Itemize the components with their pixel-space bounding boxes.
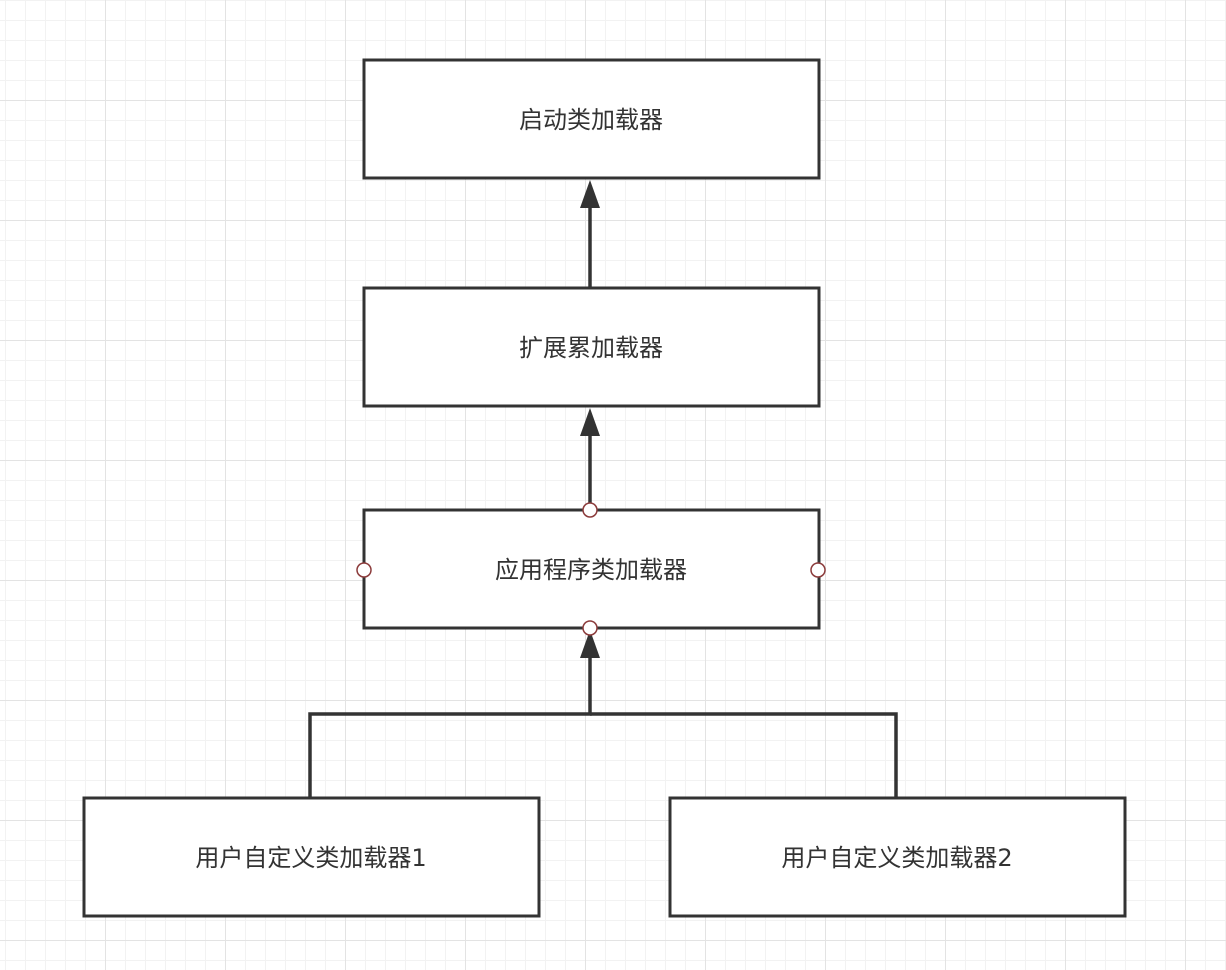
edge-custom1-to-application <box>308 656 592 798</box>
connection-points <box>356 502 826 636</box>
edge-custom2-to-application <box>590 712 898 798</box>
node-custom-loader-1[interactable]: 用户自定义类加载器1 <box>82 796 541 918</box>
node-bootstrap-label: 启动类加载器 <box>519 106 663 134</box>
node-extension-box <box>362 286 821 408</box>
node-bootstrap-box <box>362 58 821 180</box>
node-extension-loader[interactable]: 扩展累加载器 <box>362 286 821 408</box>
node-bootstrap-loader[interactable]: 启动类加载器 <box>362 58 821 180</box>
arrow-head-extension <box>580 408 600 436</box>
connection-point-bottom[interactable] <box>582 620 598 636</box>
node-application-label: 应用程序类加载器 <box>495 556 687 584</box>
connection-point-top[interactable] <box>582 502 598 518</box>
node-extension-label: 扩展累加载器 <box>519 334 663 362</box>
node-custom-loader-2[interactable]: 用户自定义类加载器2 <box>668 796 1127 918</box>
arrow-head-bootstrap <box>580 180 600 208</box>
node-custom2-label: 用户自定义类加载器2 <box>781 844 1012 872</box>
node-application-box <box>362 508 821 630</box>
node-application-loader[interactable]: 应用程序类加载器 <box>362 508 821 630</box>
node-custom1-box <box>82 796 541 918</box>
edges <box>308 180 898 798</box>
arrow-head-application <box>580 630 600 658</box>
connection-point-right[interactable] <box>810 562 826 578</box>
connection-point-left[interactable] <box>356 562 372 578</box>
node-custom2-box <box>668 796 1127 918</box>
node-custom1-label: 用户自定义类加载器1 <box>195 844 426 872</box>
